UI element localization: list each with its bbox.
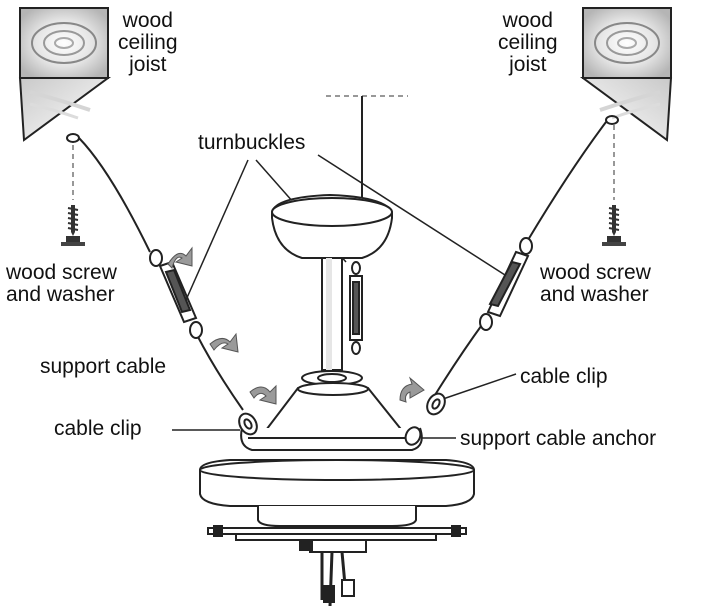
fan-mount	[271, 193, 393, 386]
screw-label-left: wood screw and washer	[6, 262, 117, 306]
wood-screw-left-icon	[61, 205, 85, 246]
cable-clip-right-icon	[426, 392, 446, 416]
joist-label-left-line: ceiling	[118, 31, 178, 54]
turnbuckle-left-icon	[149, 249, 203, 339]
turnbuckles-label: turnbuckles	[198, 131, 306, 154]
screw-label-left-line: wood screw	[6, 261, 117, 284]
rotation-arrow-icon	[249, 384, 277, 405]
wood-screw-right-icon	[602, 205, 626, 246]
rotation-arrow-icon	[167, 246, 193, 269]
wood-joist-left	[18, 7, 112, 142]
turnbuckle-center-icon	[349, 261, 363, 355]
screw-label-left-line: and washer	[6, 283, 115, 306]
screw-label-right: wood screw and washer	[540, 262, 651, 306]
cable-clip-left-icon	[238, 412, 258, 436]
rotation-arrows	[167, 246, 425, 405]
joist-label-right-line: joist	[509, 53, 547, 76]
screw-label-right-line: and washer	[540, 283, 649, 306]
turnbuckle-right-icon	[479, 237, 533, 331]
support-cable-anchor-label: support cable anchor	[460, 427, 657, 450]
wood-joist-right	[579, 7, 673, 142]
joist-label-left-line: joist	[129, 53, 167, 76]
joist-label-right-line: ceiling	[498, 31, 558, 54]
joist-label-left: wood ceiling joist	[118, 10, 178, 76]
cable-clip-left-label: cable clip	[54, 417, 142, 440]
screw-label-right-line: wood screw	[540, 261, 651, 284]
fan-body	[199, 382, 475, 607]
rotation-arrow-icon	[399, 376, 425, 403]
guide-lines	[72, 95, 615, 200]
joist-label-right: wood ceiling joist	[498, 10, 558, 76]
joist-label-right-line: wood	[502, 9, 553, 32]
rotation-arrow-icon	[209, 332, 239, 353]
support-cable-label: support cable	[40, 355, 167, 378]
joist-label-left-line: wood	[122, 9, 173, 32]
cable-clip-right-label: cable clip	[520, 365, 608, 388]
